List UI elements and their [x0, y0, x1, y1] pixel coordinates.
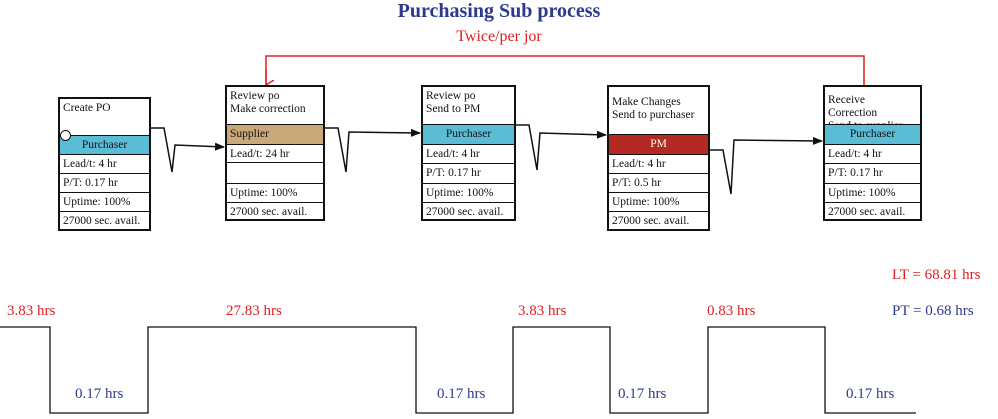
- process-box-receive-correction: Receive Correction Send to supplier Purc…: [823, 85, 922, 221]
- process-time-row: [227, 162, 323, 183]
- feedback-loop-line: [265, 55, 865, 85]
- availability-row: 27000 sec. avail.: [423, 202, 514, 221]
- process-heading-line: Send to purchaser: [612, 109, 695, 121]
- flow-arrow-3: [515, 124, 607, 171]
- process-heading-line: Make Changes: [612, 96, 681, 108]
- process-box-heading: Review po Send to PM: [423, 87, 514, 116]
- timeline-wait-label: 0.83 hrs: [707, 303, 756, 319]
- process-heading-line: Send to PM: [426, 103, 481, 115]
- timeline-process-label: 0.17 hrs: [75, 386, 124, 402]
- process-time-total: PT = 0.68 hrs: [892, 303, 974, 319]
- uptime-row: Uptime: 100%: [423, 183, 514, 202]
- process-heading-line: Review po: [426, 90, 476, 102]
- process-box-heading: Create PO: [60, 99, 149, 115]
- lead-time-row: Lead/t: 4 hr: [609, 154, 708, 173]
- timeline-ladder: [0, 326, 916, 414]
- process-box-heading: Review po Make correction: [227, 87, 323, 116]
- process-box-review-po-send-pm: Review po Send to PM Purchaser Lead/t: 4…: [421, 85, 516, 221]
- timeline-wait-label: 3.83 hrs: [7, 303, 56, 319]
- timeline-process-label: 0.17 hrs: [846, 386, 895, 402]
- process-box-review-po-supplier: Review po Make correction Supplier Lead/…: [225, 85, 325, 221]
- process-box-make-changes: Make Changes Send to purchaser PM Lead/t…: [607, 85, 710, 231]
- process-box-heading: Make Changes Send to purchaser: [609, 87, 708, 122]
- flow-arrow-4: [709, 136, 823, 195]
- process-heading-line: Make correction: [230, 103, 306, 115]
- feedback-label: Twice/per jor: [456, 28, 542, 45]
- uptime-row: Uptime: 100%: [227, 183, 323, 202]
- availability-row: 27000 sec. avail.: [609, 211, 708, 231]
- role-bar-purchaser: Purchaser: [825, 124, 920, 144]
- process-time-row: P/T: 0.17 hr: [423, 163, 514, 183]
- process-box-create-po: Create PO Purchaser Lead/t: 4 hr P/T: 0.…: [58, 97, 151, 231]
- process-heading-line: Receive Correction: [828, 94, 878, 119]
- lead-time-total: LT = 68.81 hrs: [892, 267, 981, 283]
- process-time-row: P/T: 0.17 hr: [60, 173, 149, 192]
- lead-time-row: Lead/t: 24 hr: [227, 144, 323, 162]
- flow-arrow-2: [324, 127, 421, 173]
- uptime-row: Uptime: 100%: [825, 183, 920, 202]
- availability-row: 27000 sec. avail.: [227, 202, 323, 221]
- lead-time-row: Lead/t: 4 hr: [825, 144, 920, 163]
- role-bar-pm: PM: [609, 134, 708, 154]
- process-heading-line: Review po: [230, 90, 280, 102]
- role-bar-purchaser: Purchaser: [423, 124, 514, 144]
- lead-time-row: Lead/t: 4 hr: [423, 144, 514, 163]
- timeline-wait-label: 3.83 hrs: [518, 303, 567, 319]
- flow-arrow-1: [150, 127, 225, 173]
- lead-time-row: Lead/t: 4 hr: [60, 154, 149, 173]
- uptime-row: Uptime: 100%: [609, 192, 708, 211]
- timeline-process-label: 0.17 hrs: [618, 386, 667, 402]
- process-time-row: P/T: 0.5 hr: [609, 173, 708, 192]
- role-bar-purchaser: Purchaser: [60, 135, 149, 154]
- operator-icon: [60, 130, 71, 141]
- process-time-row: P/T: 0.17 hr: [825, 163, 920, 183]
- role-bar-supplier: Supplier: [227, 124, 323, 144]
- timeline-process-label: 0.17 hrs: [437, 386, 486, 402]
- timeline-wait-label: 27.83 hrs: [226, 303, 282, 319]
- process-heading-line: Create PO: [63, 102, 111, 114]
- availability-row: 27000 sec. avail.: [825, 202, 920, 221]
- diagram-title: Purchasing Sub process: [397, 0, 601, 22]
- uptime-row: Uptime: 100%: [60, 192, 149, 211]
- availability-row: 27000 sec. avail.: [60, 211, 149, 231]
